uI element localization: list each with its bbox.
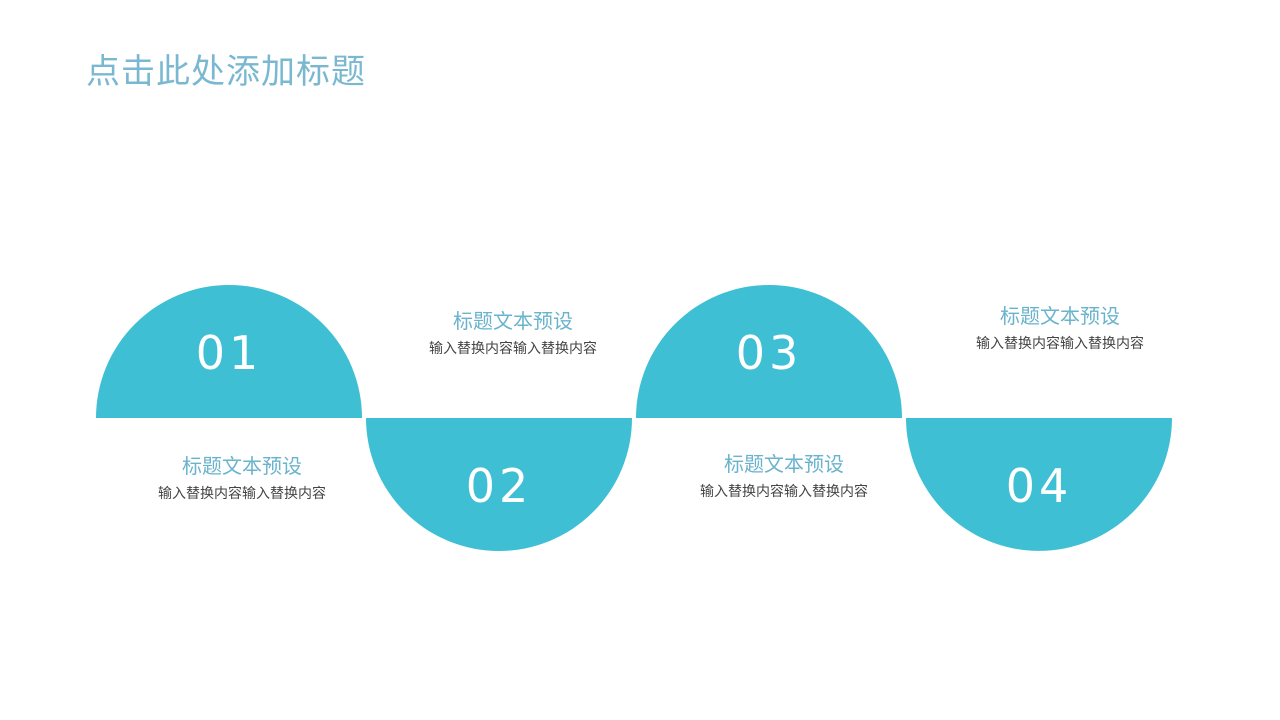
step-04-number: 04 — [1005, 459, 1073, 513]
slide-title[interactable]: 点击此处添加标题 — [86, 52, 366, 92]
step-01-number: 01 — [195, 326, 263, 380]
step-03-half-circle — [636, 285, 902, 418]
step-02-description[interactable]: 输入替换内容输入替换内容 — [429, 341, 597, 357]
step-01-half-circle — [96, 285, 362, 418]
step-02-number: 02 — [465, 459, 533, 513]
step-03-number: 03 — [735, 326, 803, 380]
step-02-heading[interactable]: 标题文本预设 — [453, 309, 573, 333]
step-02-text-block: 标题文本预设 输入替换内容输入替换内容 — [383, 308, 643, 358]
step-03-description[interactable]: 输入替换内容输入替换内容 — [700, 484, 868, 500]
step-01-heading[interactable]: 标题文本预设 — [182, 454, 302, 478]
step-04-heading[interactable]: 标题文本预设 — [1000, 304, 1120, 328]
step-03-text-block: 标题文本预设 输入替换内容输入替换内容 — [654, 451, 914, 501]
step-03-heading[interactable]: 标题文本预设 — [724, 452, 844, 476]
step-01-description[interactable]: 输入替换内容输入替换内容 — [158, 486, 326, 502]
step-04-text-block: 标题文本预设 输入替换内容输入替换内容 — [930, 303, 1190, 353]
step-04-half-circle — [906, 418, 1172, 551]
step-02-half-circle — [366, 418, 632, 551]
step-04-description[interactable]: 输入替换内容输入替换内容 — [976, 336, 1144, 352]
step-01-text-block: 标题文本预设 输入替换内容输入替换内容 — [112, 453, 372, 503]
